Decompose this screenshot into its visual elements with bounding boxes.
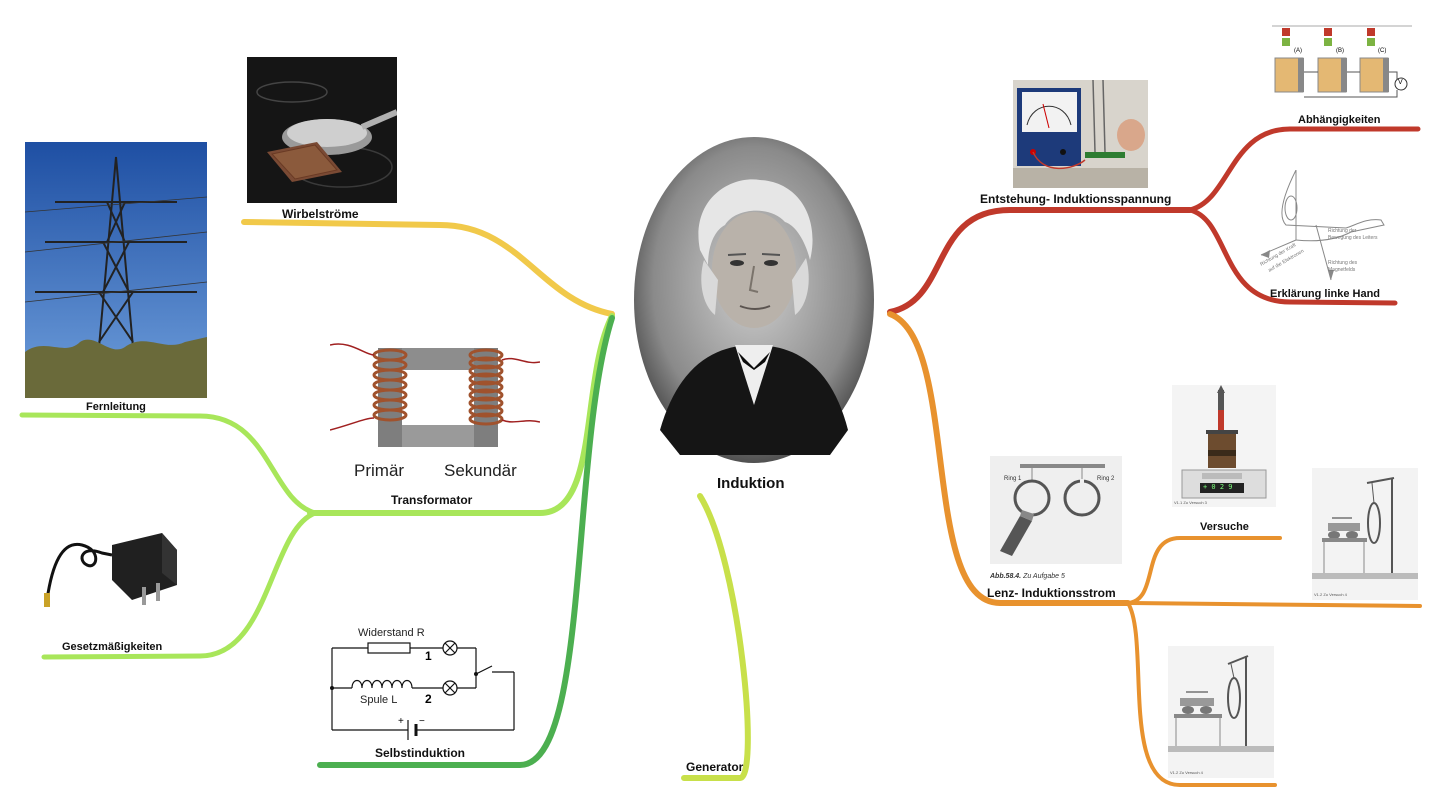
hand-text-3: Richtung der <box>1328 228 1357 234</box>
hand-text-5: Richtung des <box>1328 260 1358 266</box>
caption-versuch4a: V1.2 Zu Versuch 4 <box>1314 592 1347 597</box>
label-sekundaer: Sekundär <box>444 461 517 480</box>
hand-text-4: Bewegung des Leiters <box>1328 235 1378 241</box>
label-versuche[interactable]: Versuche <box>1200 521 1249 533</box>
lenz-rings-figure: Ring 1 Ring 2 Abb.58.4. Zu Aufgabe 5 <box>990 456 1122 584</box>
label-n1: 1 <box>425 649 432 663</box>
label-dep-v: V <box>1398 79 1403 86</box>
branch-selbstinduktion <box>317 315 615 768</box>
label-primaer: Primär <box>354 461 405 480</box>
voltmeter-experiment-image <box>1013 80 1148 188</box>
label-dep-a: (A) <box>1294 48 1302 54</box>
branch-versuch4a <box>1126 601 1422 608</box>
branch-lenz <box>887 311 1131 606</box>
caption-versuch3: V1.1 Zu Versuch 3 <box>1174 500 1207 505</box>
scale-display: + 0 2 9 <box>1203 483 1233 491</box>
branch-linke-hand <box>1187 207 1398 306</box>
branch-versuch4b <box>1126 601 1277 787</box>
ring-caption-bold: Abb.58.4. <box>990 573 1022 580</box>
label-fernleitung[interactable]: Fernleitung <box>86 401 146 413</box>
label-entstehung[interactable]: Entstehung- Induktionsspannung <box>980 192 1172 206</box>
ring-caption-rest: Zu Aufgabe 5 <box>1021 573 1065 580</box>
branch-generator <box>681 493 751 781</box>
dependency-figure: (A) (B) (C) V <box>1272 22 1412 100</box>
central-topic[interactable]: Induktion <box>717 475 785 492</box>
scale-experiment-figure: + 0 2 9 V1.1 Zu Versuch 3 <box>1172 385 1276 507</box>
self-induction-circuit: Widerstand R 1 2 Spule L + − <box>326 626 522 744</box>
label-lenz[interactable]: Lenz- Induktionsstrom <box>987 586 1116 600</box>
label-dep-c: (C) <box>1378 48 1387 54</box>
label-ring1: Ring 1 <box>1004 476 1022 482</box>
power-pylon-image <box>25 142 207 398</box>
induction-cooktop-image <box>247 57 397 203</box>
branch-abhaengigkeiten <box>1187 126 1421 213</box>
label-generator[interactable]: Generator <box>686 760 744 774</box>
hand-text-6: Magnetfelds <box>1328 267 1356 273</box>
label-abhaengigkeiten[interactable]: Abhängigkeiten <box>1298 114 1381 126</box>
label-wirbelstroeme[interactable]: Wirbelströme <box>282 207 359 221</box>
versuch4-figure-a: V1.2 Zu Versuch 4 <box>1312 468 1418 600</box>
branch-versuche <box>1126 536 1282 605</box>
branch-transformator <box>307 313 615 516</box>
label-spule: Spule L <box>360 694 398 706</box>
faraday-portrait <box>620 130 888 470</box>
label-ring2: Ring 2 <box>1097 476 1115 482</box>
caption-versuch4b: V1.2 Zu Versuch 4 <box>1170 770 1203 775</box>
versuch4-figure-b: V1.2 Zu Versuch 4 <box>1168 646 1274 778</box>
transformer-figure: Primär Sekundär <box>330 330 540 490</box>
label-gesetz[interactable]: Gesetzmäßigkeiten <box>62 641 163 653</box>
label-selbstinduktion[interactable]: Selbstinduktion <box>375 746 465 760</box>
branch-gesetz <box>41 510 318 660</box>
label-plus: + <box>398 716 404 727</box>
ring-caption: Abb.58.4. Zu Aufgabe 5 <box>990 573 1065 580</box>
branch-fernleitung <box>19 412 318 516</box>
label-linke-hand[interactable]: Erklärung linke Hand <box>1270 288 1381 300</box>
label-minus: − <box>419 716 425 727</box>
label-widerstand: Widerstand R <box>358 627 425 639</box>
label-n2: 2 <box>425 692 432 706</box>
power-adapter-image <box>42 525 184 610</box>
branch-entstehung <box>887 207 1193 315</box>
left-hand-rule-figure: Richtung der Kraft auf die Elektronen Ri… <box>1256 170 1392 285</box>
label-transformator[interactable]: Transformator <box>391 493 473 507</box>
branch-wirbelstroeme <box>241 219 615 317</box>
label-dep-b: (B) <box>1336 48 1344 54</box>
